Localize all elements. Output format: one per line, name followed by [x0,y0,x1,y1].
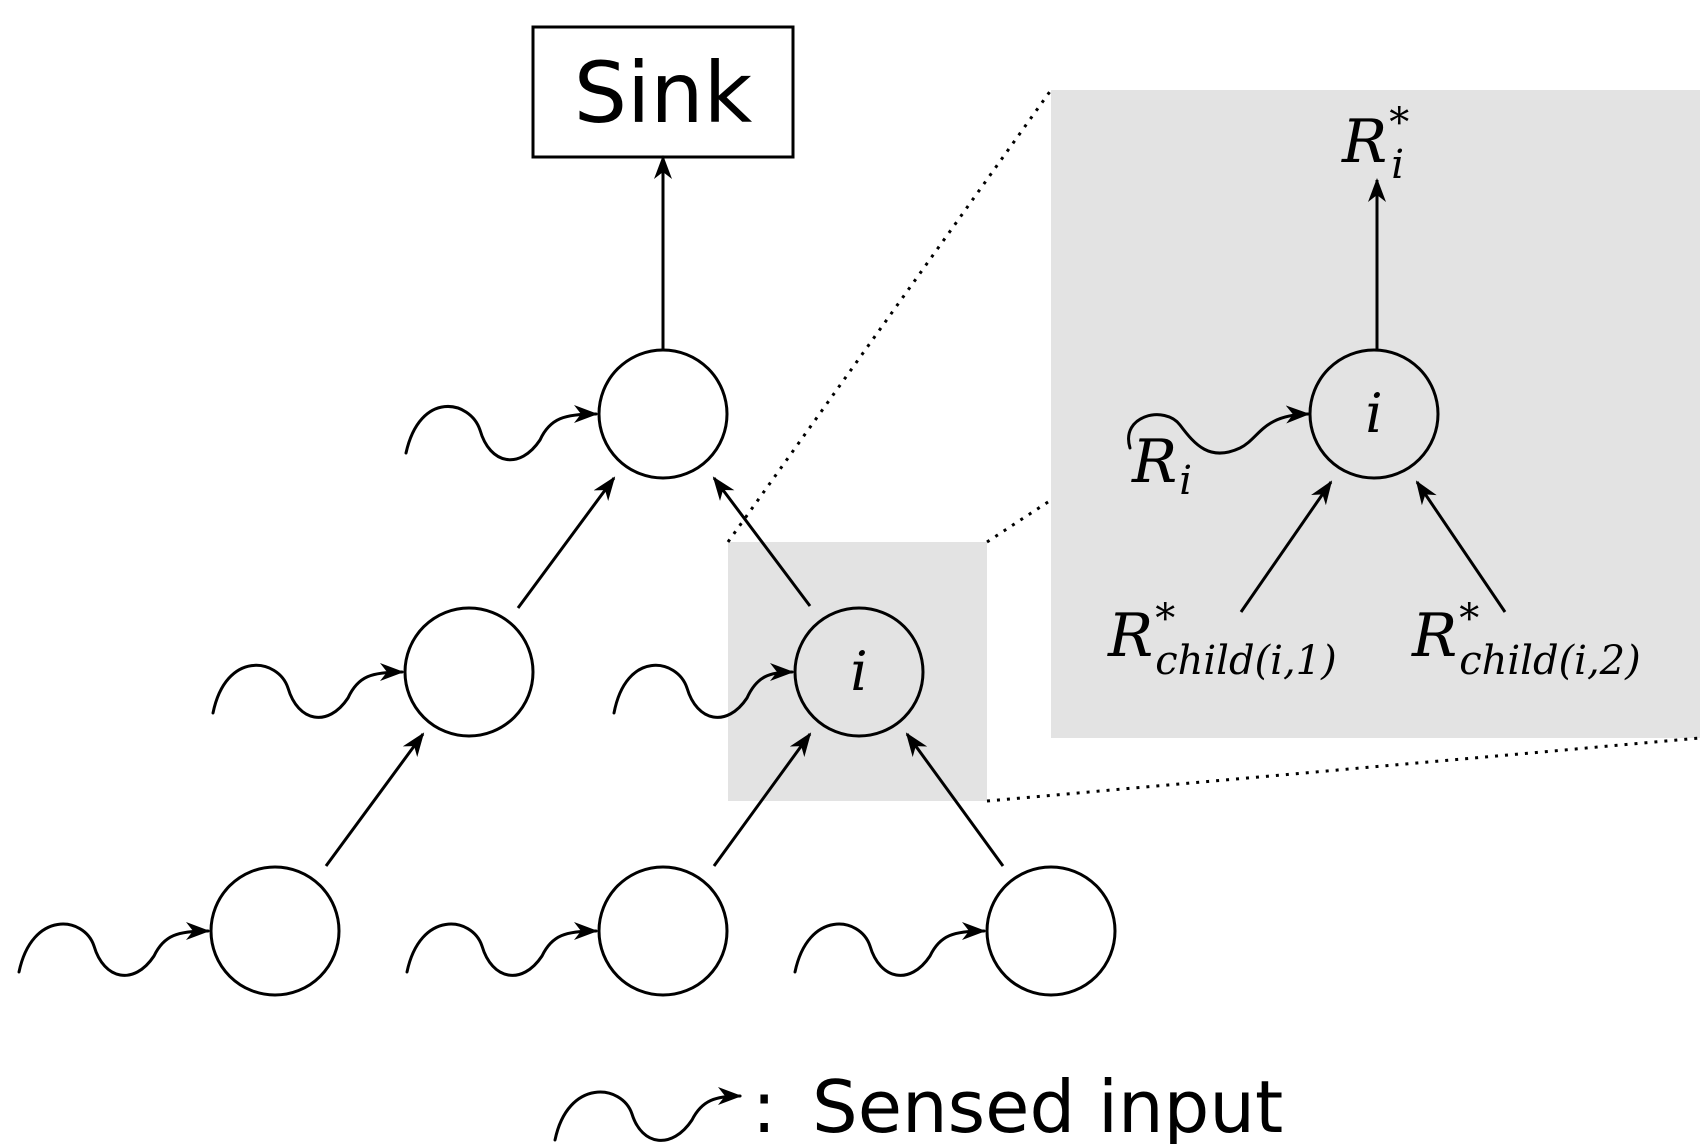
inset-node-i-label: i [1365,382,1382,445]
mid-left-node [403,606,535,738]
legend-separator: : [752,1065,776,1144]
sensed-input-root [404,404,598,462]
edge-node-i-to-root [712,476,812,607]
sensed-input-bottom-mid [405,922,598,977]
edge-bottom-mid-to-node-i [712,732,812,867]
node-i [793,606,925,738]
inset-child1-label: R*child(i,1) [1107,596,1337,684]
inset-edge-child2 [1415,480,1507,613]
inset-child2-label: R*child(i,2) [1411,596,1641,684]
zoom-line-top [726,89,1053,543]
sensed-input-mid-left [211,663,404,719]
legend-label: Sensed input [812,1065,1283,1144]
sensed-input-node-i [612,663,794,719]
zoom-line-bottom [986,736,1700,803]
zoom-line-mid [986,498,1052,544]
root-node [597,348,729,480]
legend: : Sensed input [553,1065,1283,1144]
inset-edge-child1 [1239,480,1333,613]
edge-bottom-right-to-node-i [905,732,1005,867]
inset-sensed-label: Ri [1131,427,1192,504]
bottom-mid-node [597,865,729,997]
node-i-label: i [850,640,867,703]
sensed-input-bottom-left [17,922,210,977]
edge-mid-left-to-root [516,476,616,609]
legend-sensed-input-icon [553,1087,742,1142]
bottom-right-node [985,865,1117,997]
sink-box: Sink [531,25,795,159]
inset-output-label: R*i [1341,100,1409,188]
inset-sensed-input [1127,405,1310,455]
sink-label: Sink [574,44,753,142]
inset-node-i [1308,348,1440,480]
bottom-left-node [209,865,341,997]
sensed-input-bottom-right [793,922,986,977]
edge-bottom-left-to-mid-left [324,732,425,867]
